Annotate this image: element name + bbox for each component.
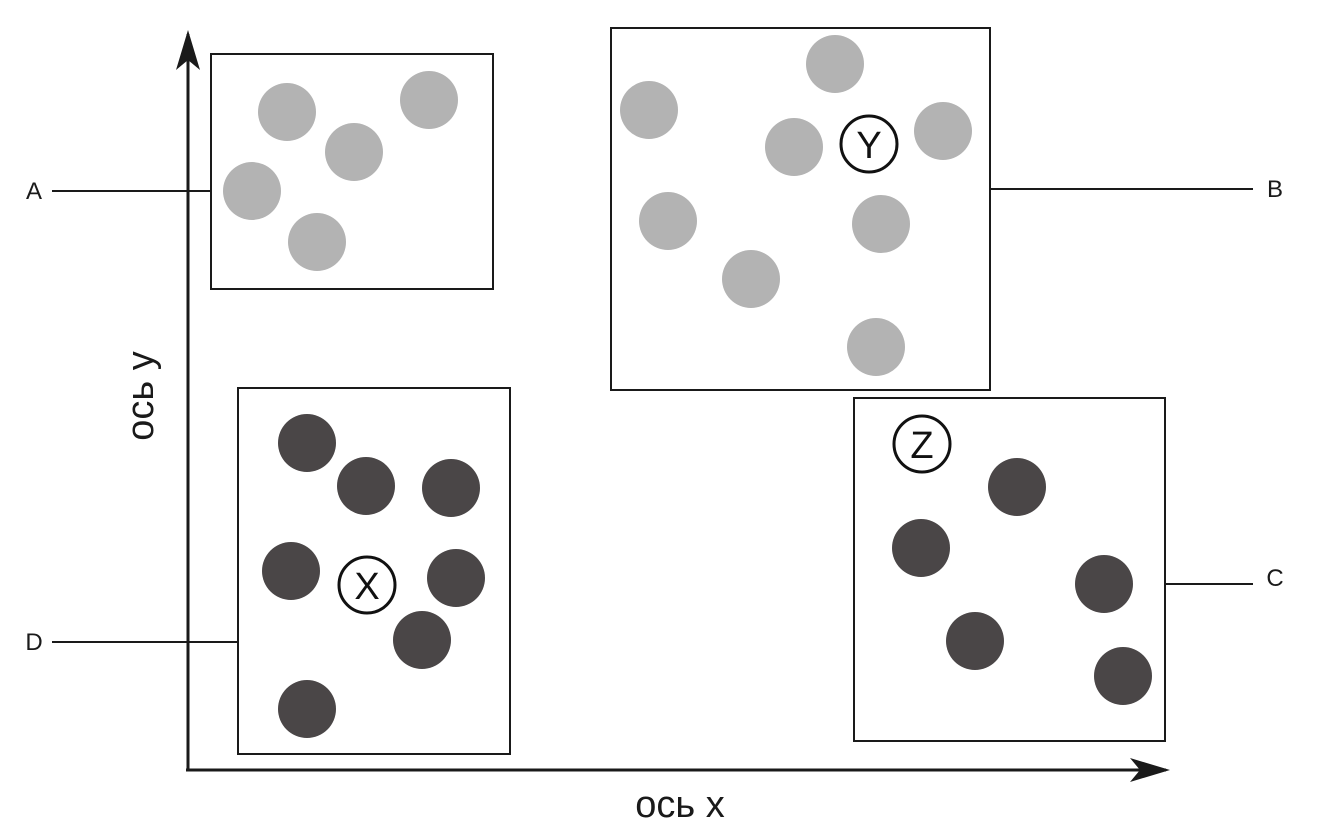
marker-z: Z <box>892 414 952 474</box>
region-b-box <box>610 27 991 391</box>
dark-point <box>278 414 336 472</box>
marker-z-ring <box>892 414 952 474</box>
dark-point <box>892 519 950 577</box>
light-point <box>288 213 346 271</box>
region-a: A <box>26 53 494 290</box>
light-point <box>639 192 697 250</box>
region-b: B Y <box>610 27 1283 391</box>
marker-y-ring <box>839 114 899 174</box>
marker-z-letter: Z <box>910 425 933 467</box>
region-c-label: C <box>1266 565 1283 592</box>
region-b-label: B <box>1267 176 1283 203</box>
light-point <box>914 102 972 160</box>
marker-x: X <box>337 555 397 615</box>
x-axis-label: ось x <box>635 784 725 826</box>
marker-y: Y <box>839 114 899 174</box>
region-d-box <box>237 387 511 755</box>
region-c-box <box>853 397 1166 742</box>
marker-y-letter: Y <box>856 125 881 167</box>
light-point <box>620 81 678 139</box>
dark-point <box>988 458 1046 516</box>
y-axis-label: ось y <box>120 351 162 441</box>
light-point <box>325 123 383 181</box>
region-a-label: A <box>26 178 42 205</box>
region-d: D X <box>25 387 511 755</box>
dark-point <box>946 612 1004 670</box>
dark-point <box>337 457 395 515</box>
light-point <box>806 35 864 93</box>
light-point <box>722 250 780 308</box>
dark-point <box>1075 555 1133 613</box>
light-point <box>765 118 823 176</box>
dark-point <box>1094 647 1152 705</box>
light-point <box>258 83 316 141</box>
light-point <box>400 71 458 129</box>
dark-point <box>393 611 451 669</box>
region-c: C Z <box>853 397 1284 742</box>
light-point <box>223 162 281 220</box>
light-point <box>847 318 905 376</box>
dark-point <box>422 459 480 517</box>
region-d-label: D <box>25 629 42 656</box>
marker-x-ring <box>337 555 397 615</box>
light-point <box>852 195 910 253</box>
dark-point <box>262 542 320 600</box>
marker-x-letter: X <box>354 566 379 608</box>
region-a-box <box>210 53 494 290</box>
dark-point <box>278 680 336 738</box>
dark-point <box>427 549 485 607</box>
